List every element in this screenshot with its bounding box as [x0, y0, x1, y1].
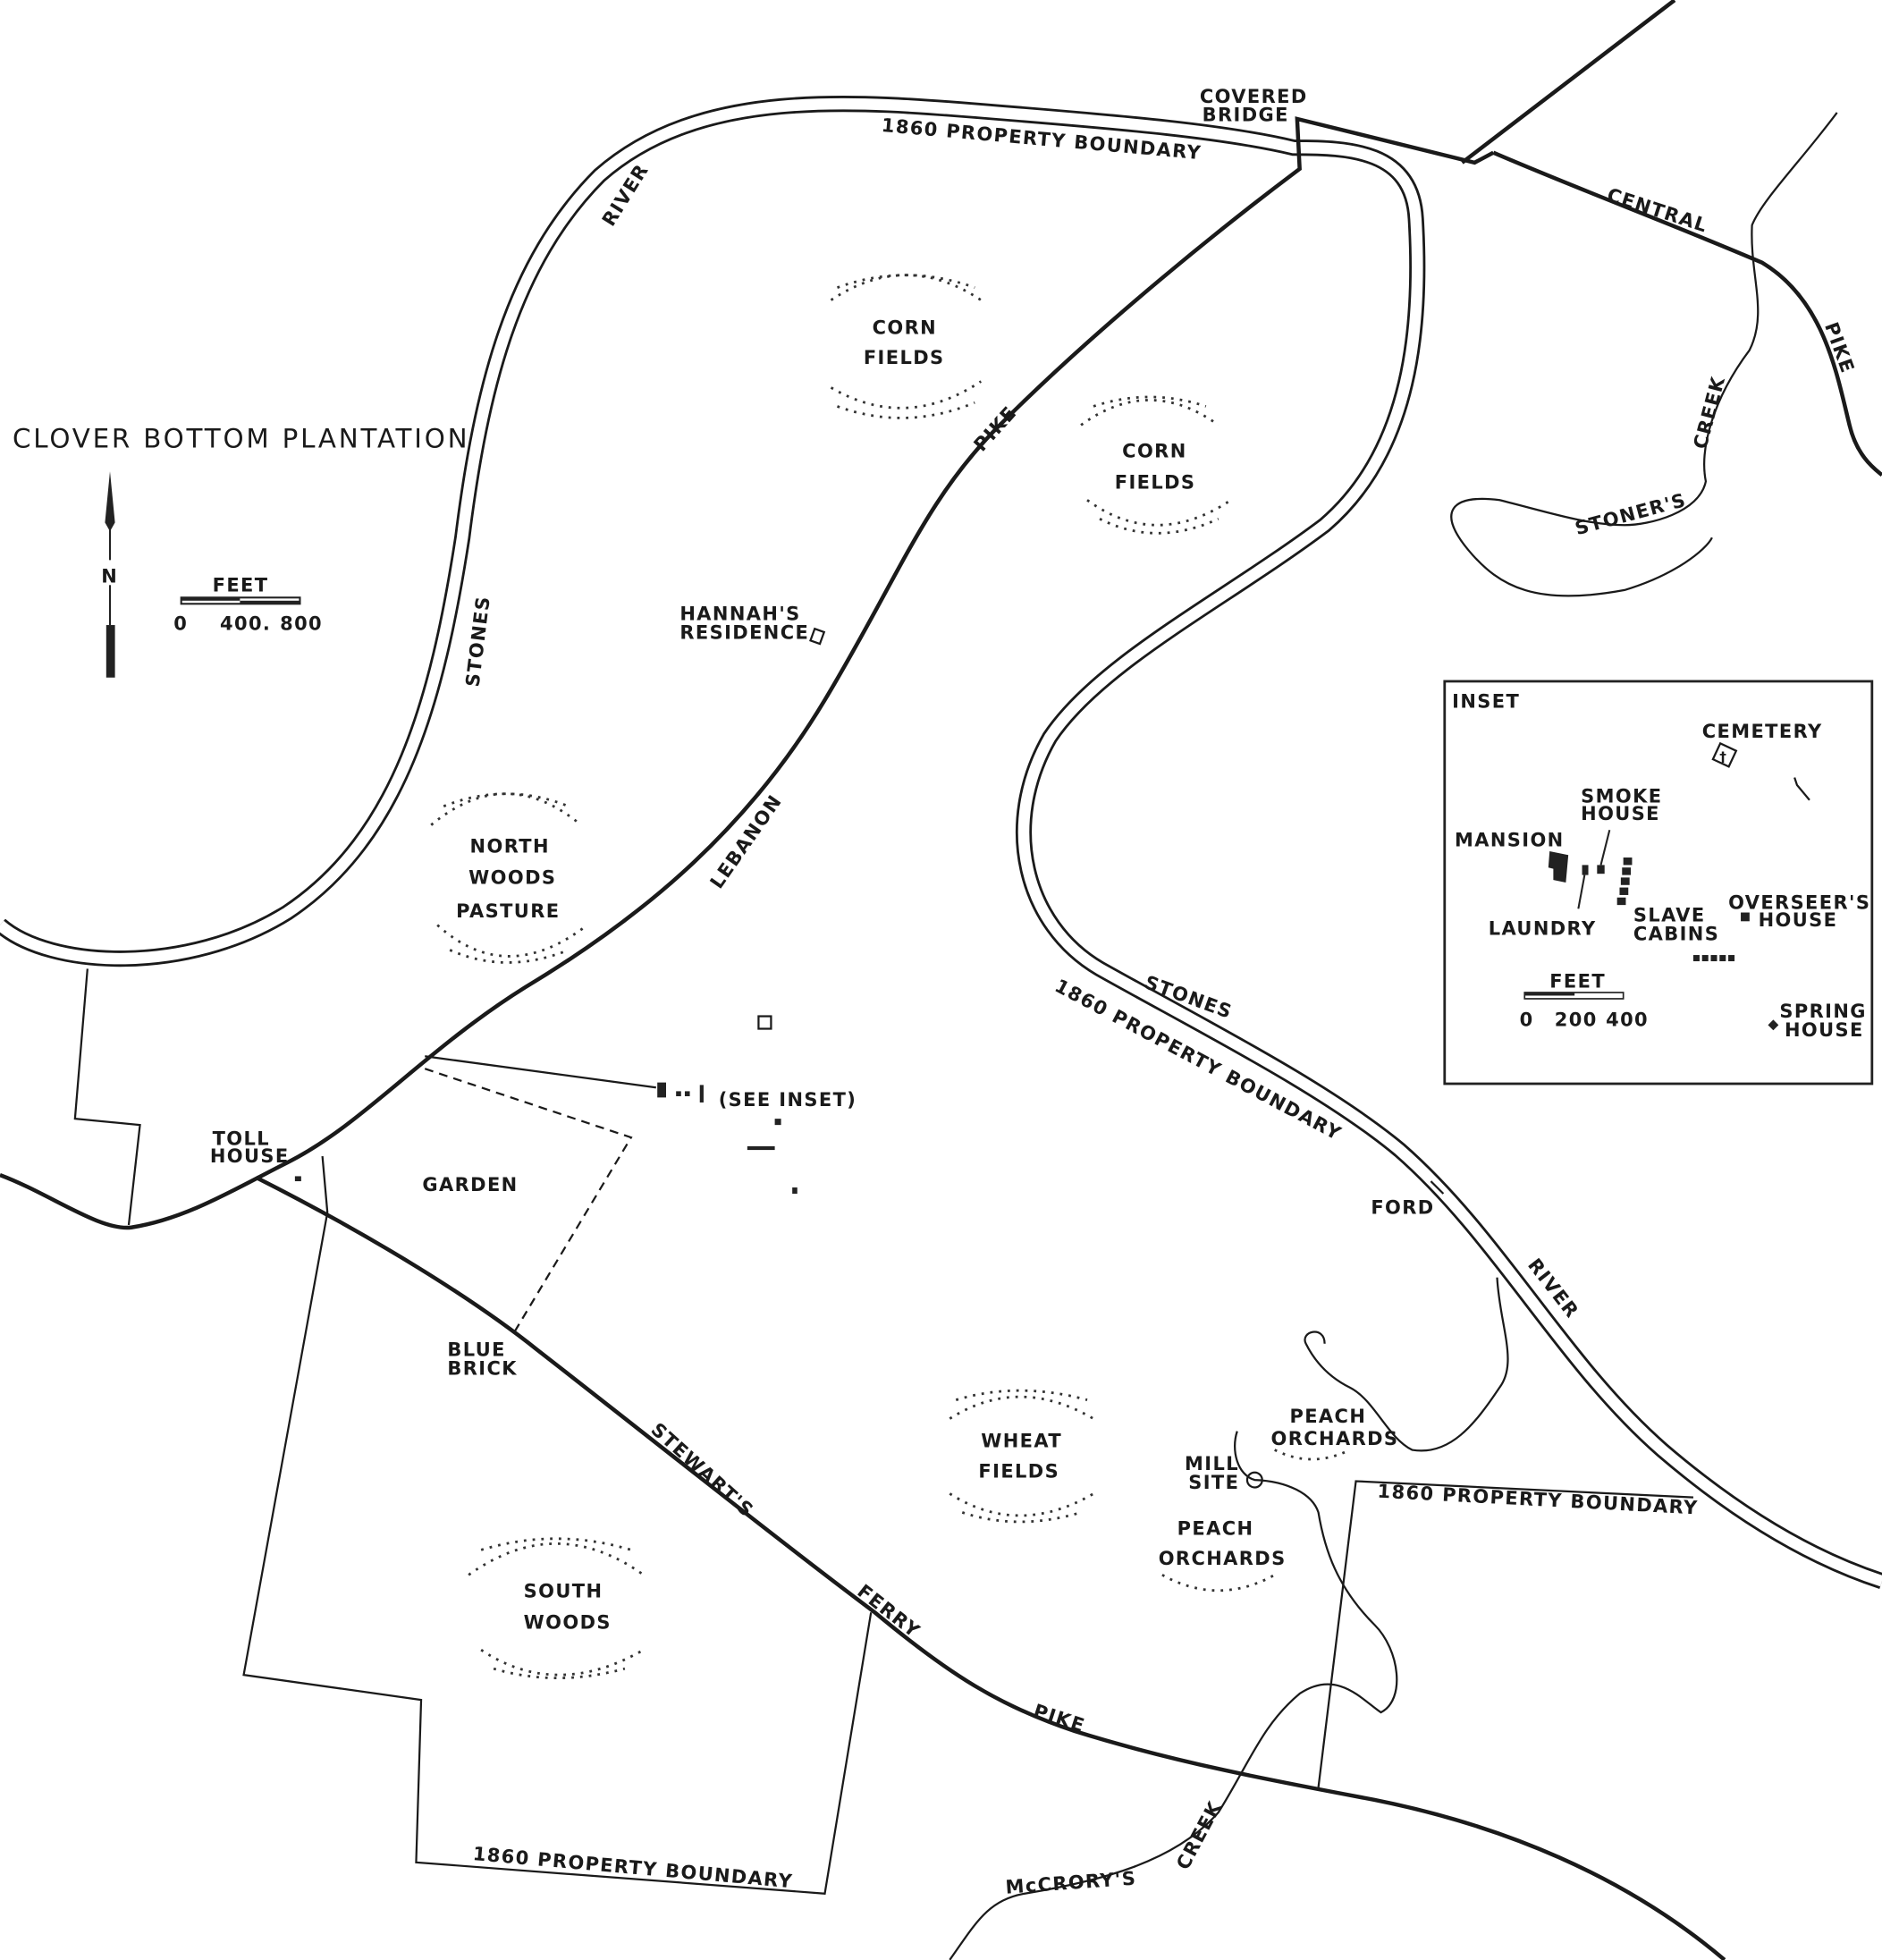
building-marker	[757, 1015, 772, 1030]
inset-panel: INSET CEMETERY † SMOKE HOUSE MANSION LAU…	[1443, 680, 1874, 1086]
map-label: SLAVE	[1633, 904, 1706, 925]
mill-site-marker	[1245, 1471, 1263, 1489]
cemetery-cross-icon: †	[1711, 741, 1738, 768]
map-label: FIELDS	[1115, 472, 1196, 494]
map-label: 1860 PROPERTY BOUNDARY	[472, 1843, 794, 1892]
buildings	[294, 627, 826, 1195]
map-label: CREEK	[1172, 1797, 1226, 1873]
map-label: FIELDS	[864, 347, 945, 368]
map-label: HANNAH'S	[679, 603, 800, 624]
map-title: CLOVER BOTTOM PLANTATION	[13, 424, 469, 454]
central-pike	[1492, 150, 1882, 477]
stewarts-ferry-pike	[255, 1175, 1726, 1960]
map-label: (SEE INSET)	[719, 1089, 857, 1111]
spring-house-marker	[1768, 1019, 1779, 1031]
map-label: INSET	[1452, 690, 1520, 712]
map-label: BLUE	[447, 1339, 506, 1361]
map-label: CENTRAL	[1605, 184, 1711, 237]
map-label: SPRING	[1779, 1001, 1867, 1022]
map-label: SITE	[1188, 1472, 1239, 1493]
map-label: 1860 PROPERTY BOUNDARY	[1377, 1481, 1699, 1519]
map-label: TOLL	[213, 1128, 270, 1150]
map-label: CORN	[873, 317, 937, 338]
map-label: WOODS	[468, 866, 556, 888]
map-label: WHEAT	[981, 1431, 1062, 1452]
scale-unit: FEET	[213, 574, 269, 596]
map-label: SOUTH	[524, 1580, 603, 1601]
map-label: NORTH	[470, 835, 550, 857]
map-label: 0	[173, 613, 188, 635]
map-label: 200	[1555, 1010, 1598, 1031]
map-label: STONER'S	[1573, 489, 1689, 539]
map-label: McCRORY'S	[1005, 1868, 1137, 1898]
map-label: PEACH	[1177, 1518, 1254, 1540]
map-label: FEET	[1549, 970, 1606, 992]
map-label: FIELDS	[978, 1460, 1059, 1482]
stones-river	[0, 96, 1882, 1589]
map-label: RESIDENCE	[679, 621, 809, 643]
map-label: 400	[1606, 1010, 1649, 1031]
map-label: MILL	[1185, 1453, 1239, 1474]
map-label: CREEK	[1690, 374, 1730, 452]
map-label: MANSION	[1455, 829, 1565, 850]
map-label: BRIDGE	[1203, 105, 1289, 126]
map-label: ORCHARDS	[1159, 1548, 1287, 1569]
map-label: 800	[280, 613, 323, 635]
map-label: CEMETERY	[1702, 721, 1823, 742]
north-arrow-icon: N	[101, 471, 118, 678]
lebanon-pike	[0, 116, 1495, 1230]
map-label: COVERED	[1200, 86, 1308, 107]
scale-bar: FEET 0 400. 800	[173, 574, 323, 635]
map-label: HOUSE	[1581, 803, 1660, 824]
map-label: ORCHARDS	[1271, 1428, 1399, 1449]
map-label: CORN	[1122, 441, 1186, 462]
map-label: PIKE	[970, 401, 1022, 455]
map-label: STEWART'S	[646, 1418, 757, 1521]
property-boundaries	[73, 968, 1693, 1895]
map-label: 0	[1520, 1010, 1534, 1031]
map-label: WOODS	[524, 1611, 612, 1633]
map-label: LAUNDRY	[1489, 918, 1597, 940]
map-label: BRICK	[447, 1358, 518, 1380]
north-label: N	[101, 566, 118, 587]
map-label: CABINS	[1633, 923, 1719, 944]
map-label: SMOKE	[1581, 786, 1662, 807]
map-label: †	[1719, 748, 1727, 765]
map-label: PEACH	[1289, 1406, 1366, 1427]
map-label: HOUSE	[1785, 1019, 1864, 1041]
field-stipples	[430, 274, 1351, 1679]
hannahs-residence-marker	[809, 627, 826, 646]
top-right-road	[1461, 0, 1676, 165]
map-label: FERRY	[853, 1580, 924, 1642]
map-label: 400.	[220, 613, 271, 635]
map-label: FORD	[1371, 1196, 1434, 1218]
map-label: PASTURE	[456, 900, 560, 922]
map-label: PIKE	[1031, 1700, 1088, 1736]
map-label: OVERSEER'S	[1728, 891, 1870, 913]
map-label: GARDEN	[422, 1174, 518, 1195]
creeks	[949, 112, 1838, 1960]
map-label: HOUSE	[210, 1145, 290, 1167]
map-label: STONES	[461, 595, 494, 689]
map-label: HOUSE	[1759, 909, 1838, 931]
